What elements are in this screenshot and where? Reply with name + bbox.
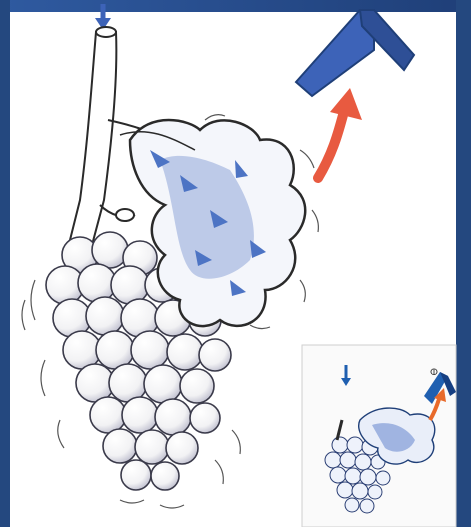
inset-label: ⵀ: [430, 368, 438, 378]
right-frame: [456, 0, 471, 527]
top-frame: [0, 0, 471, 12]
left-frame: [0, 0, 10, 527]
